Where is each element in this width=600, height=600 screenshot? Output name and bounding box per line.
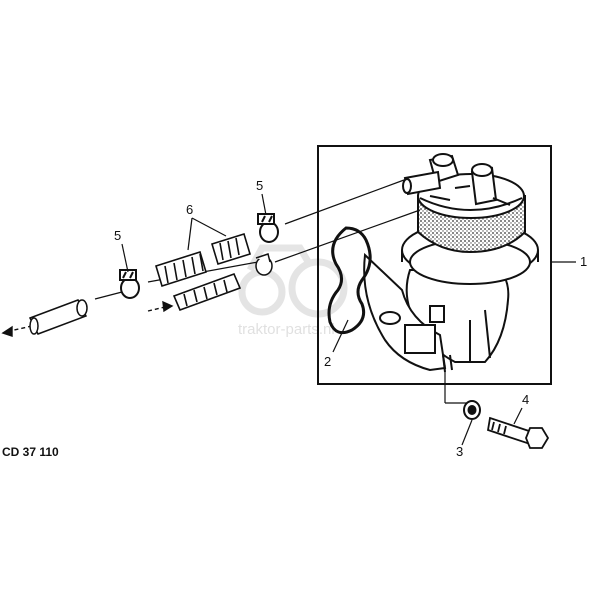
callout-5-left: 5 xyxy=(114,228,121,243)
callout-4: 4 xyxy=(522,392,529,407)
figure-code: CD 37 110 xyxy=(2,445,59,459)
pump-assembly-frame xyxy=(317,145,552,385)
callout-5-right: 5 xyxy=(256,178,263,193)
flow-arrows xyxy=(1,300,174,337)
hose-clamp-right xyxy=(257,213,279,243)
washer xyxy=(463,400,481,420)
callout-1: 1 xyxy=(580,254,587,269)
callout-leaders xyxy=(121,193,576,446)
callout-2: 2 xyxy=(324,354,331,369)
bolt xyxy=(486,416,550,449)
fuel-line-inlet xyxy=(28,299,88,335)
watermark-text: traktor-parts.nl xyxy=(238,321,335,338)
hose-spring-left xyxy=(155,250,207,288)
hose-clamp-lower xyxy=(255,253,273,276)
hose-spring-right xyxy=(211,232,251,266)
gasket xyxy=(327,226,372,335)
fuel-hose xyxy=(172,272,242,312)
callout-6: 6 xyxy=(186,202,193,217)
fuel-pump xyxy=(363,153,539,373)
watermark: traktor-parts.nl xyxy=(238,244,348,338)
callout-3: 3 xyxy=(456,444,463,459)
hose-clamp-left xyxy=(119,269,140,299)
